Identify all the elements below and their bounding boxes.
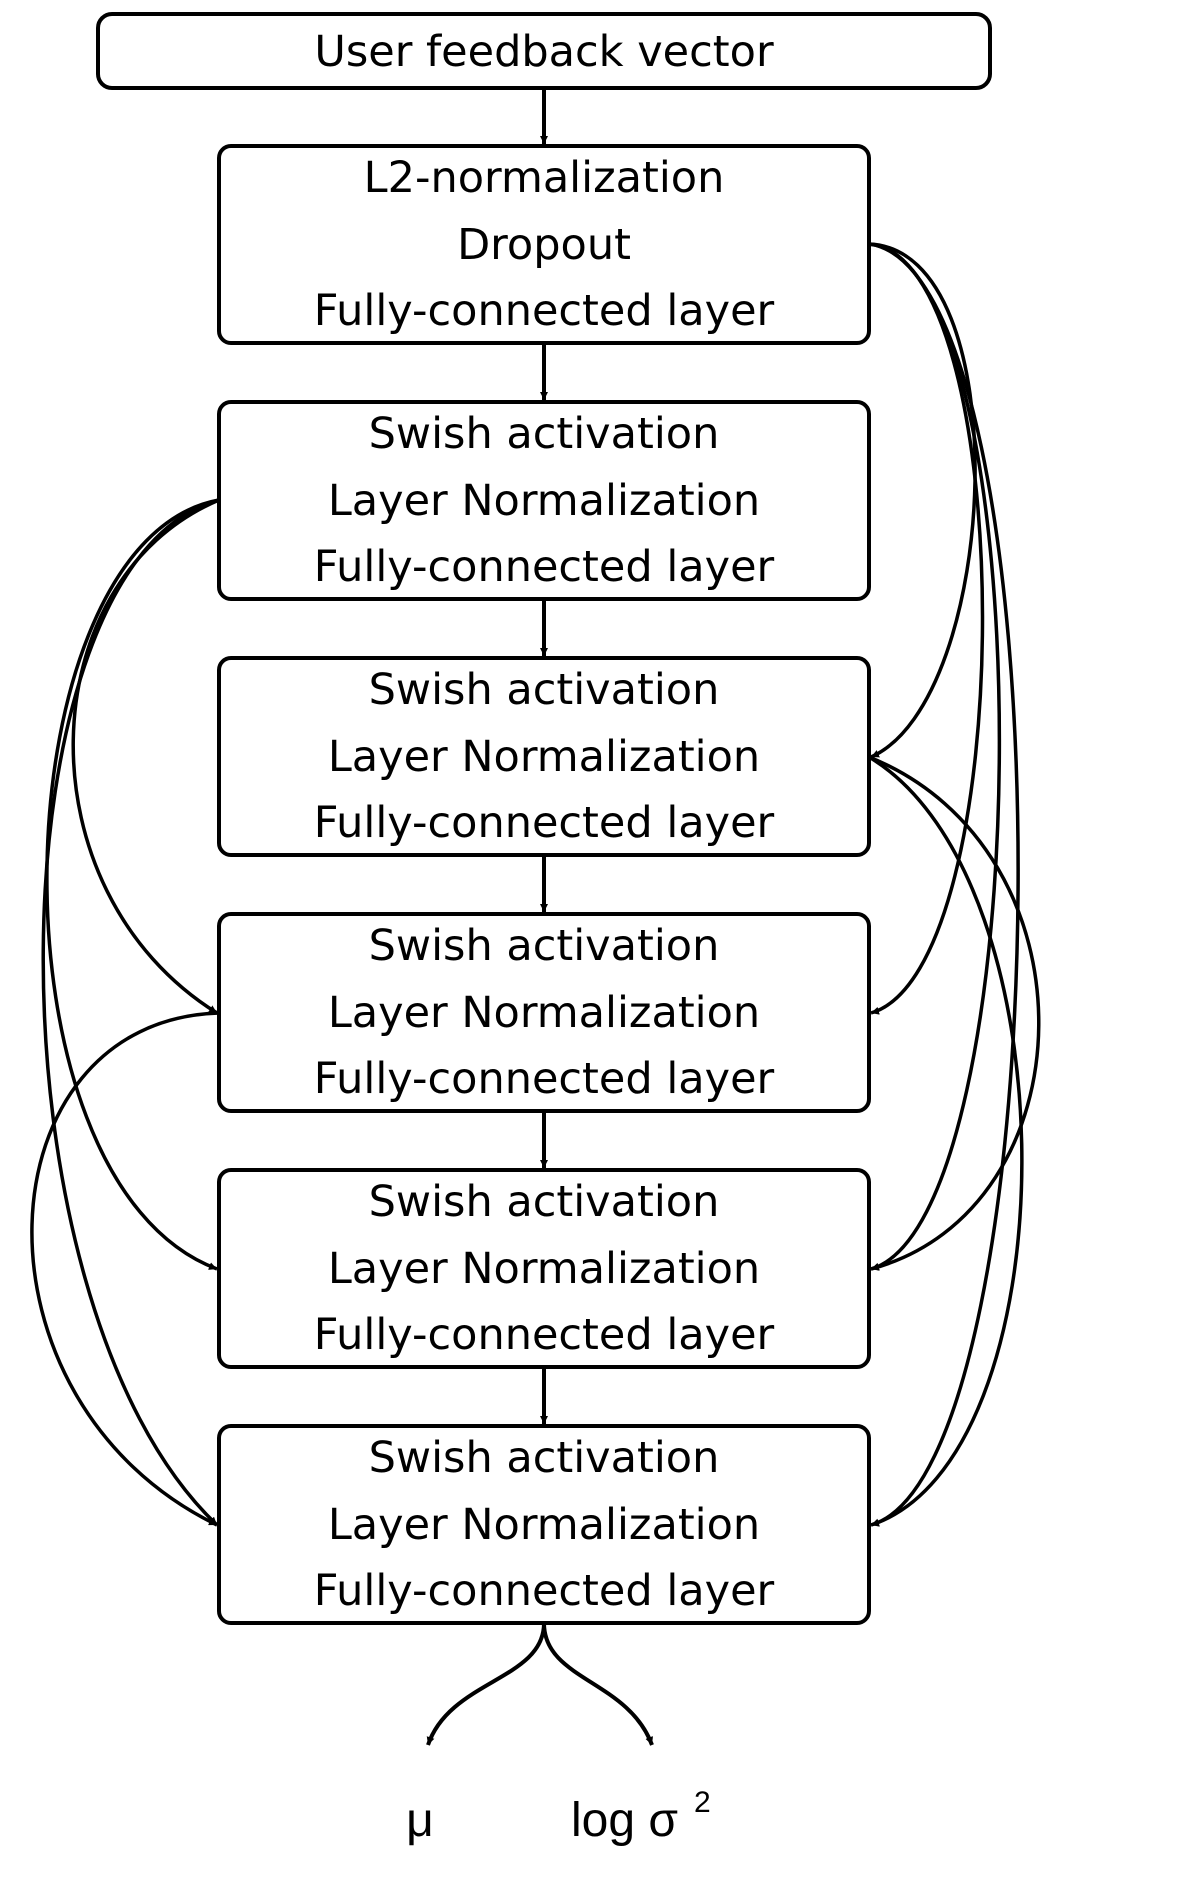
block-6: Swish activation Layer Normalization Ful…	[217, 1424, 871, 1625]
block-1-line-3: Fully-connected layer	[314, 286, 775, 336]
block-2-line-1: Swish activation	[369, 409, 720, 459]
block-5: Swish activation Layer Normalization Ful…	[217, 1168, 871, 1369]
input-node: User feedback vector	[96, 12, 992, 90]
block-4-line-2: Layer Normalization	[328, 988, 760, 1038]
block-1-line-1: L2-normalization	[364, 153, 725, 203]
block-3-line-2: Layer Normalization	[328, 732, 760, 782]
output-log-sigma-label: log σ	[571, 1794, 678, 1847]
skip-block-2-to-block-6	[41, 498, 220, 1527]
skip-block-1-to-block-3	[868, 242, 977, 759]
arrow-to-mu	[426, 1622, 546, 1746]
output-mu-label: μ	[406, 1794, 434, 1847]
input-label: User feedback vector	[314, 27, 774, 77]
block-4-line-1: Swish activation	[369, 921, 720, 971]
skip-block-3-to-block-6	[868, 755, 1024, 1527]
skip-block-2-to-block-4	[71, 498, 220, 1015]
output-arrows	[426, 1622, 654, 1746]
block-2: Swish activation Layer Normalization Ful…	[217, 400, 871, 601]
right-skip-connections	[868, 242, 1041, 1527]
skip-block-3-to-block-5	[868, 755, 1041, 1271]
block-5-line-2: Layer Normalization	[328, 1244, 760, 1294]
block-6-line-3: Fully-connected layer	[314, 1566, 775, 1616]
skip-block-1-to-block-4	[868, 242, 985, 1015]
skip-block-1-to-block-6	[868, 242, 1020, 1527]
left-skip-connections	[30, 498, 220, 1527]
block-2-line-2: Layer Normalization	[328, 476, 760, 526]
block-6-line-2: Layer Normalization	[328, 1500, 760, 1550]
block-3-line-3: Fully-connected layer	[314, 798, 775, 848]
skip-block-4-to-block-6	[30, 1011, 220, 1527]
block-3: Swish activation Layer Normalization Ful…	[217, 656, 871, 857]
skip-block-1-to-block-5	[868, 242, 1002, 1271]
block-2-line-3: Fully-connected layer	[314, 542, 775, 592]
block-3-line-1: Swish activation	[369, 665, 720, 715]
skip-block-2-to-block-5	[45, 498, 220, 1271]
block-6-line-1: Swish activation	[369, 1433, 720, 1483]
block-1-line-2: Dropout	[457, 220, 631, 270]
block-4-line-3: Fully-connected layer	[314, 1054, 775, 1104]
arrow-to-log-sigma	[542, 1622, 654, 1746]
output-log-sigma-exponent: 2	[694, 1786, 711, 1819]
block-4: Swish activation Layer Normalization Ful…	[217, 912, 871, 1113]
block-1: L2-normalization Dropout Fully-connected…	[217, 144, 871, 345]
block-5-line-1: Swish activation	[369, 1177, 720, 1227]
block-5-line-3: Fully-connected layer	[314, 1310, 775, 1360]
